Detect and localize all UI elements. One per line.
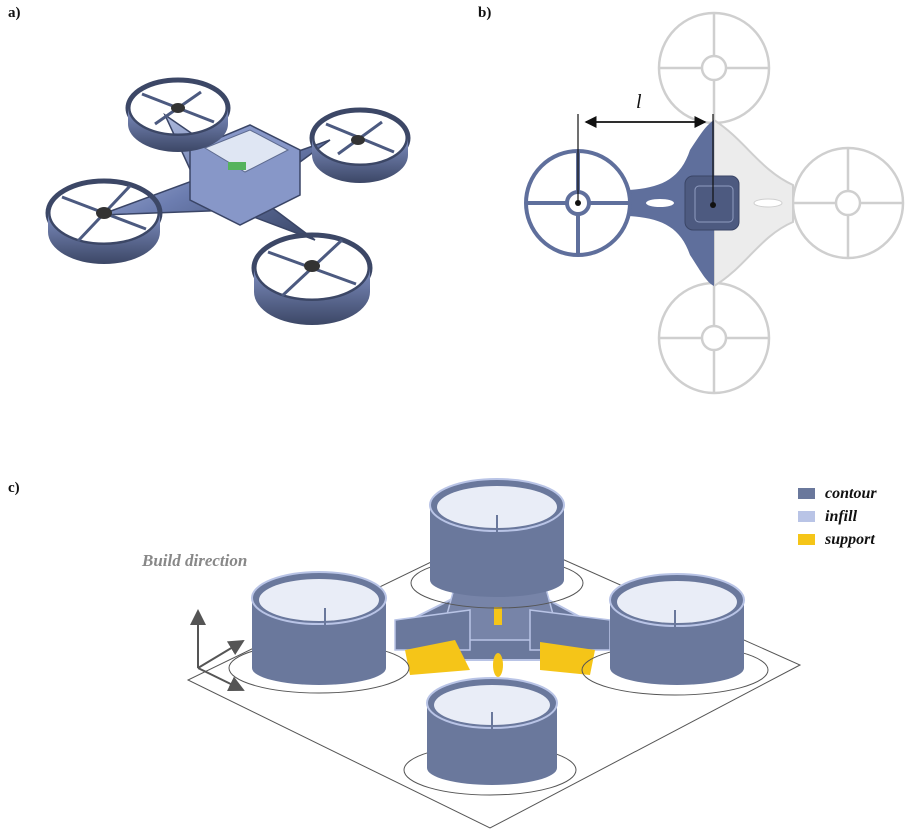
- build-direction-axes: [190, 609, 245, 692]
- legend-swatch-infill: [798, 511, 815, 522]
- build-direction-label: Build direction: [142, 551, 248, 570]
- legend-item-support: support: [798, 528, 877, 551]
- dimension-label-l: l: [636, 91, 642, 113]
- panel-label-a: a): [8, 5, 21, 21]
- legend-label-contour: contour: [825, 484, 877, 502]
- build-layout: [186, 478, 802, 829]
- legend-label-support: support: [825, 530, 875, 548]
- legend-swatch-contour: [798, 488, 815, 499]
- legend-label-infill: infill: [825, 507, 858, 525]
- panel-label-c: c): [8, 480, 20, 496]
- legend-item-infill: infill: [798, 505, 877, 528]
- panel-label-b: b): [478, 5, 492, 21]
- legend-swatch-support: [798, 534, 815, 545]
- drone-top-view: [524, 11, 905, 395]
- legend-item-contour: contour: [798, 482, 877, 505]
- drone-3d-render: [45, 77, 411, 325]
- legend: contour infill support: [798, 482, 877, 551]
